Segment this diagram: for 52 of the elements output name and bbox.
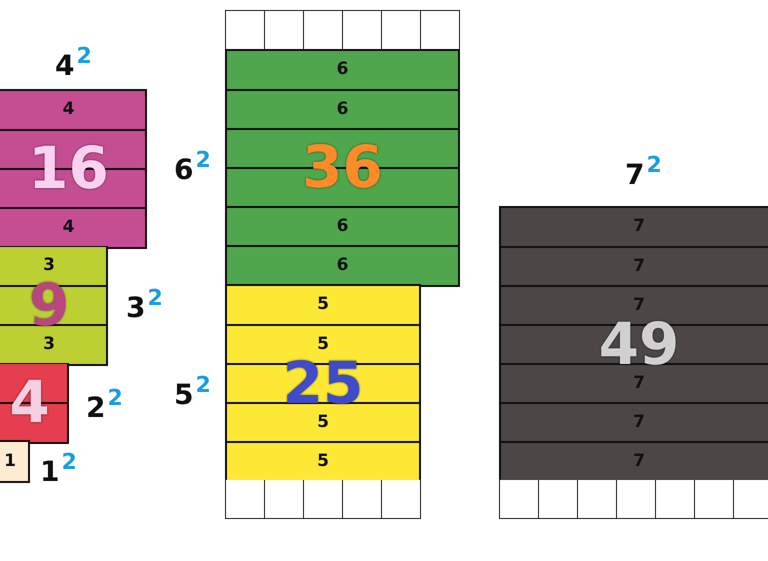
row-number: 6	[336, 61, 348, 78]
grid-cell	[499, 479, 538, 519]
row-number: 3	[43, 336, 55, 353]
row-number: 7	[633, 375, 645, 392]
row-number: 4	[62, 219, 74, 236]
grid-cell	[303, 479, 342, 519]
grid-cell	[264, 479, 303, 519]
grid-cell	[264, 10, 303, 50]
square-block	[225, 49, 460, 287]
square-block	[499, 206, 768, 483]
exponent-label: 4$^{2}$	[55, 46, 92, 80]
square-number: 25	[282, 354, 364, 412]
square-block	[225, 284, 421, 483]
grid-cell	[342, 479, 381, 519]
row-number: 6	[336, 218, 348, 235]
grid-cell	[225, 479, 264, 519]
square-number: 9	[28, 276, 70, 334]
grid-cell	[381, 10, 420, 50]
row-number: 6	[336, 101, 348, 118]
row-number: 1	[4, 453, 16, 470]
exponent-label: 7$^{2}$	[625, 155, 662, 190]
grid-cell	[733, 479, 768, 519]
grid-cell	[381, 479, 421, 519]
exponent-label: 1$^{2}$	[40, 452, 77, 486]
square-number: 49	[598, 314, 680, 372]
row-number: 4	[62, 101, 74, 118]
row-number: 5	[317, 336, 329, 353]
exponent-label: 6$^{2}$	[174, 150, 211, 184]
row-number: 7	[633, 453, 645, 470]
square-block	[0, 245, 108, 366]
exponent-label: 5$^{2}$	[174, 375, 211, 410]
row-number: 6	[336, 257, 348, 274]
grid-cell	[577, 479, 616, 519]
row-number: 5	[317, 414, 329, 431]
unit-square	[0, 440, 30, 483]
grid-cell	[694, 479, 733, 519]
row-number: 7	[633, 218, 645, 235]
grid-cell	[303, 10, 342, 50]
grid-cell	[342, 10, 381, 50]
grid-cell	[225, 10, 264, 50]
row-number: 5	[317, 453, 329, 470]
grid-cell	[538, 479, 577, 519]
row-number: 7	[633, 297, 645, 314]
row-number: 3	[43, 257, 55, 274]
exponent-label: 2$^{2}$	[86, 388, 123, 422]
row-number: 7	[633, 258, 645, 275]
grid-cell	[655, 479, 694, 519]
row-number: 7	[633, 414, 645, 431]
row-number: 5	[317, 296, 329, 313]
exponent-label: 3$^{2}$	[126, 288, 163, 322]
grid-cell	[420, 10, 460, 50]
grid-cell	[616, 479, 655, 519]
